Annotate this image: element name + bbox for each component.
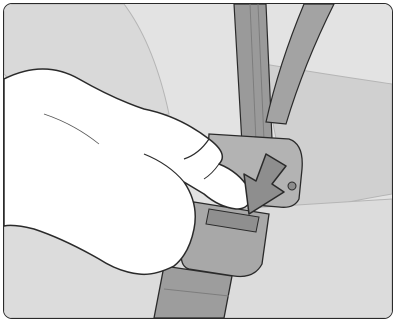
illustration-frame [3,3,393,319]
seat-belt-illustration [4,4,392,318]
